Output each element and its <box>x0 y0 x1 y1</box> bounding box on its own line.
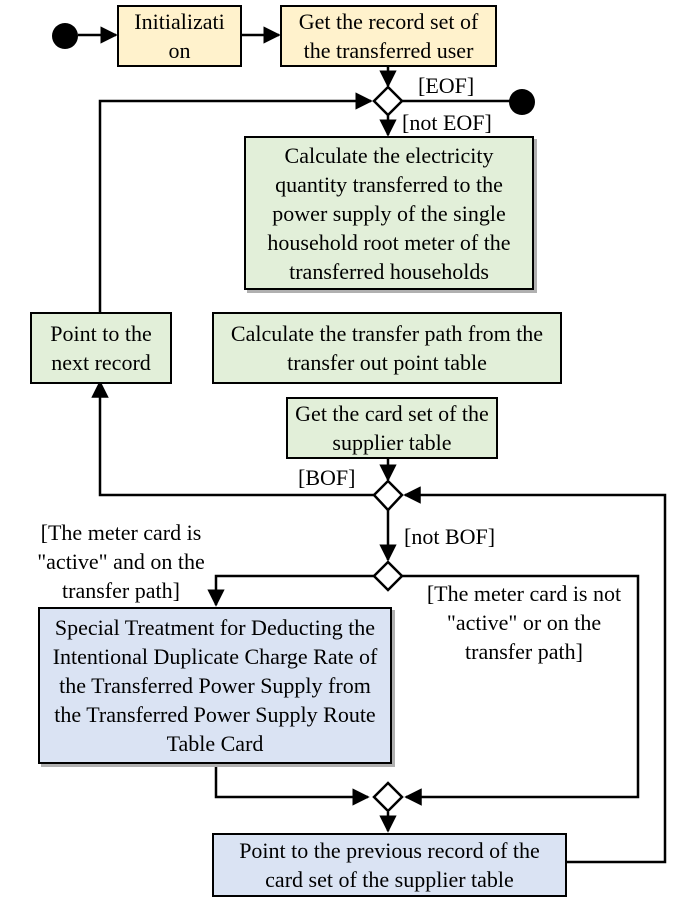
edge-decision2-next <box>91 380 374 497</box>
decision-eof <box>372 85 404 117</box>
box-initialization: Initializati on <box>117 5 242 67</box>
box-get-card-set: Get the card set of the supplier table <box>286 397 498 459</box>
box-calc-path-text: Calculate the transfer path from the tra… <box>230 321 544 375</box>
box-get-record-set-text: Get the record set of the transferred us… <box>298 9 479 63</box>
box-special-treatment-text: Special Treatment for Deducting the Inte… <box>52 615 378 756</box>
box-point-previous: Point to the previous record of the card… <box>212 833 567 897</box>
merge-node <box>372 781 404 813</box>
box-point-previous-text: Point to the previous record of the card… <box>239 838 540 892</box>
edge-special-merge <box>214 764 370 806</box>
label-bof: [BOF] <box>298 465 356 490</box>
box-get-card-set-text: Get the card set of the supplier table <box>295 401 489 455</box>
decision-bof <box>372 479 404 512</box>
label-card-not-active: [The meter card is not "active" or on th… <box>426 581 622 664</box>
box-initialization-text: Initializati on <box>134 9 225 63</box>
box-special-treatment: Special Treatment for Deducting the Inte… <box>38 607 392 764</box>
label-not-bof: [not BOF] <box>404 524 496 549</box>
box-point-next-text: Point to the next record <box>50 321 152 375</box>
label-not-eof: [not EOF] <box>402 110 492 135</box>
label-card-active: [The meter card is "active" and on the t… <box>37 520 205 603</box>
box-calc-path: Calculate the transfer path from the tra… <box>212 312 562 384</box>
label-eof: [EOF] <box>418 73 475 98</box>
edge-decision3-merge <box>402 574 640 806</box>
box-get-record-set: Get the record set of the transferred us… <box>280 5 497 67</box>
end-node <box>509 89 535 115</box>
box-calc-quantity: Calculate the electricity quantity trans… <box>244 136 534 290</box>
edge-next-decision1 <box>98 92 373 312</box>
box-calc-quantity-text: Calculate the electricity quantity trans… <box>267 142 511 284</box>
start-node <box>52 23 78 49</box>
box-point-next: Point to the next record <box>30 312 172 384</box>
edge-decision3-special <box>207 574 374 607</box>
edge-previous-decision2 <box>403 486 667 864</box>
decision-card-active <box>372 560 404 592</box>
